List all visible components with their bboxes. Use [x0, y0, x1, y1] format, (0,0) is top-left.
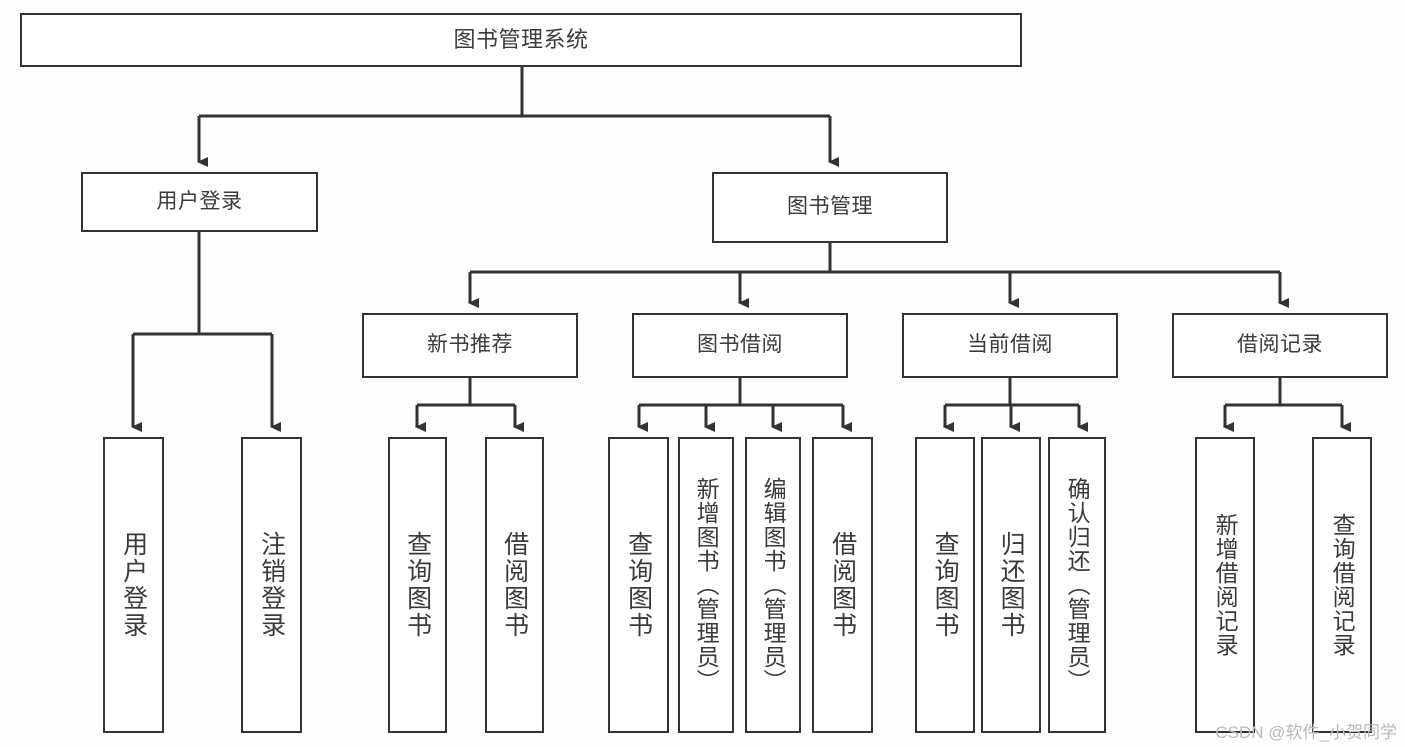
leaf-borrow-query-book[interactable]: 查询图书 [608, 437, 669, 733]
leaf-current-return-book[interactable]: 归还图书 [981, 437, 1041, 733]
leaf-new-book-query-label: 查询图书 [403, 531, 432, 639]
node-book-management[interactable]: 图书管理 [712, 172, 948, 243]
node-book-management-label: 图书管理 [787, 195, 873, 219]
leaf-borrow-add-book[interactable]: 新增图书（管理员） [678, 437, 734, 733]
leaf-current-query-book[interactable]: 查询图书 [915, 437, 975, 733]
node-new-book-recommend-label: 新书推荐 [427, 333, 513, 357]
leaf-current-query-book-label: 查询图书 [931, 531, 960, 639]
leaf-user-login-signin[interactable]: 用户登录 [103, 437, 164, 733]
node-borrow-record[interactable]: 借阅记录 [1172, 313, 1388, 378]
leaf-borrow-query-book-label: 查询图书 [624, 531, 653, 639]
leaf-borrow-add-book-label: 新增图书（管理员） [693, 477, 720, 693]
leaf-new-book-borrow[interactable]: 借阅图书 [485, 437, 544, 733]
node-current-borrow-label: 当前借阅 [967, 333, 1053, 357]
leaf-borrow-edit-book-label: 编辑图书（管理员） [760, 477, 787, 693]
leaf-new-book-query[interactable]: 查询图书 [388, 437, 447, 733]
node-user-login[interactable]: 用户登录 [81, 172, 318, 232]
leaf-record-add-label: 新增借阅记录 [1212, 513, 1239, 657]
node-book-borrow[interactable]: 图书借阅 [632, 313, 848, 378]
node-root-label: 图书管理系统 [453, 27, 589, 53]
leaf-user-login-signin-label: 用户登录 [119, 531, 148, 639]
leaf-borrow-borrow-book-label: 借阅图书 [828, 531, 857, 639]
node-new-book-recommend[interactable]: 新书推荐 [362, 313, 578, 378]
node-book-borrow-label: 图书借阅 [697, 333, 783, 357]
leaf-record-query-label: 查询借阅记录 [1329, 513, 1356, 657]
leaf-borrow-borrow-book[interactable]: 借阅图书 [812, 437, 873, 733]
leaf-current-return-book-label: 归还图书 [997, 531, 1026, 639]
leaf-current-confirm-return-label: 确认归还（管理员） [1064, 477, 1091, 693]
leaf-user-login-signout[interactable]: 注销登录 [241, 437, 302, 733]
node-user-login-label: 用户登录 [156, 189, 243, 213]
leaf-current-confirm-return[interactable]: 确认归还（管理员） [1048, 437, 1106, 733]
node-borrow-record-label: 借阅记录 [1237, 333, 1323, 357]
leaf-record-query[interactable]: 查询借阅记录 [1312, 437, 1372, 733]
node-root[interactable]: 图书管理系统 [20, 13, 1022, 67]
leaf-new-book-borrow-label: 借阅图书 [500, 531, 529, 639]
leaf-record-add[interactable]: 新增借阅记录 [1195, 437, 1255, 733]
leaf-user-login-signout-label: 注销登录 [257, 531, 286, 639]
node-current-borrow[interactable]: 当前借阅 [902, 313, 1118, 378]
leaf-borrow-edit-book[interactable]: 编辑图书（管理员） [745, 437, 801, 733]
